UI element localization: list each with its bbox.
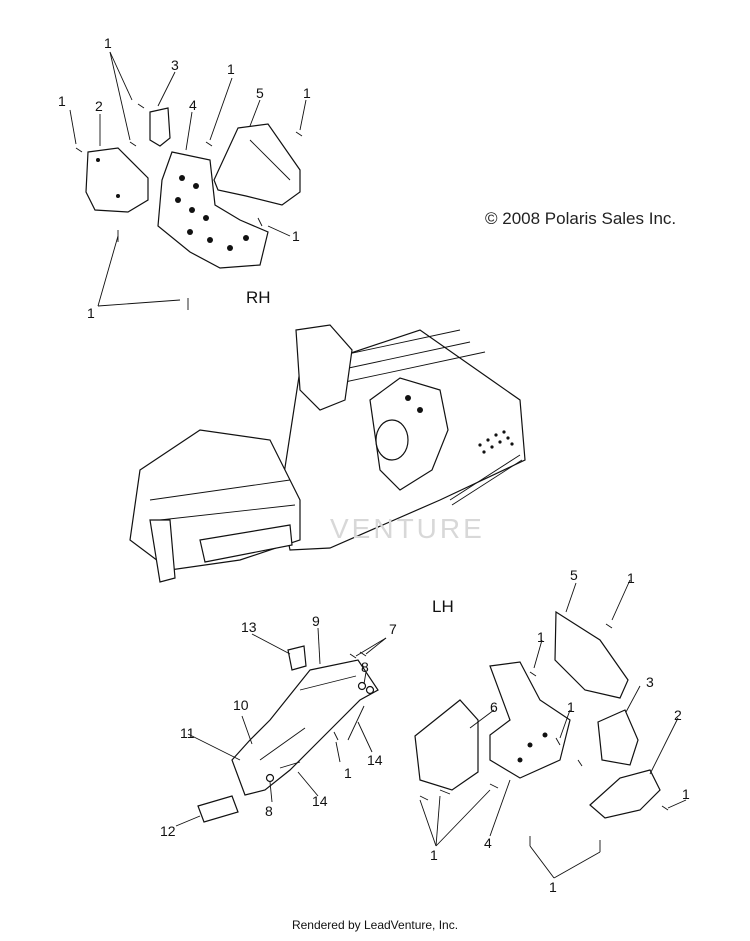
- part-13-bracket[interactable]: [287, 645, 307, 671]
- part-12-plate[interactable]: [197, 795, 239, 823]
- rh-rivets: [75, 103, 303, 310]
- callout-lh-4: 4: [484, 835, 492, 851]
- callout-9: 9: [312, 613, 320, 629]
- lh-leaders: [419, 579, 687, 879]
- part-14-rod-b[interactable]: [279, 761, 301, 769]
- chassis-lh-side-plate[interactable]: [369, 377, 449, 491]
- callout-1-shield: 1: [344, 765, 352, 781]
- callout-lh-1b: 1: [537, 629, 545, 645]
- callout-lh-1e: 1: [430, 847, 438, 863]
- callout-lh-5: 5: [570, 567, 578, 583]
- callout-7: 7: [389, 621, 397, 637]
- callout-rh-1f: 1: [87, 305, 95, 321]
- callout-rh-1a: 1: [104, 35, 112, 51]
- callout-lh-1a: 1: [627, 570, 635, 586]
- callout-lh-1f: 1: [549, 879, 557, 895]
- rh-assembly: 1 1 2 3 4 1 5 1 1 1 RH: [58, 35, 311, 321]
- chassis-front-brackets[interactable]: [149, 519, 176, 583]
- shield-leaders: [175, 627, 387, 827]
- part-8-nut-b[interactable]: [265, 773, 275, 783]
- callout-lh-6: 6: [490, 699, 498, 715]
- lh-rivets: [419, 623, 669, 852]
- rh-part-4-holes: [175, 175, 249, 251]
- chassis-rh-side-plate[interactable]: [295, 324, 353, 411]
- lh-part-6-panel[interactable]: [414, 699, 479, 791]
- callout-rh-4: 4: [189, 97, 197, 113]
- part-9-shield[interactable]: [231, 659, 379, 796]
- lh-part-4-shield[interactable]: [489, 661, 571, 779]
- chassis-dimples: [478, 430, 514, 454]
- copyright-text: © 2008 Polaris Sales Inc.: [485, 209, 676, 228]
- rh-part-4-shield[interactable]: [157, 151, 269, 269]
- footer-credit: Rendered by LeadVenture, Inc.: [291, 918, 459, 932]
- lh-part-5-guard[interactable]: [554, 610, 629, 699]
- rh-part-3-bracket[interactable]: [149, 107, 171, 147]
- callout-8b: 8: [265, 803, 273, 819]
- callout-8a: 8: [361, 659, 369, 675]
- callout-lh-1c: 1: [567, 699, 575, 715]
- callout-rh-1d: 1: [303, 85, 311, 101]
- callout-lh-3: 3: [646, 674, 654, 690]
- part-14-rod-a[interactable]: [347, 705, 365, 741]
- lh-part-2-plate[interactable]: [589, 769, 661, 819]
- callout-rh-1c: 1: [227, 61, 235, 77]
- callout-rh-5: 5: [256, 85, 264, 101]
- callout-lh-2: 2: [674, 707, 682, 723]
- callout-14b: 14: [312, 793, 328, 809]
- callout-12: 12: [160, 823, 176, 839]
- callout-14a: 14: [367, 752, 383, 768]
- watermark-text: VENTURE: [330, 513, 485, 544]
- callout-11: 11: [180, 725, 195, 741]
- callout-10: 10: [233, 697, 249, 713]
- callout-rh-3: 3: [171, 57, 179, 73]
- lh-assembly: LH 5 1 1 3 1 2: [414, 567, 690, 895]
- callout-rh-1b: 1: [58, 93, 66, 109]
- rh-part-5-guard[interactable]: [213, 123, 301, 206]
- callout-lh-1d: 1: [682, 786, 690, 802]
- rh-leaders: [69, 51, 307, 307]
- lh-part-3-bracket[interactable]: [597, 709, 639, 766]
- callout-13: 13: [241, 619, 257, 635]
- rh-part-2-plate[interactable]: [85, 147, 149, 213]
- part-8-nut-a[interactable]: [357, 681, 367, 691]
- callout-rh-2: 2: [95, 98, 103, 114]
- section-label-rh: RH: [246, 288, 271, 307]
- callout-rh-1e: 1: [292, 228, 300, 244]
- center-shield-assembly: 13 9 7 8 10 11 14 1 14 8 12: [160, 613, 397, 839]
- section-label-lh: LH: [432, 597, 454, 616]
- chassis-assembly: [129, 324, 526, 583]
- chassis-rail-strip: [449, 454, 521, 501]
